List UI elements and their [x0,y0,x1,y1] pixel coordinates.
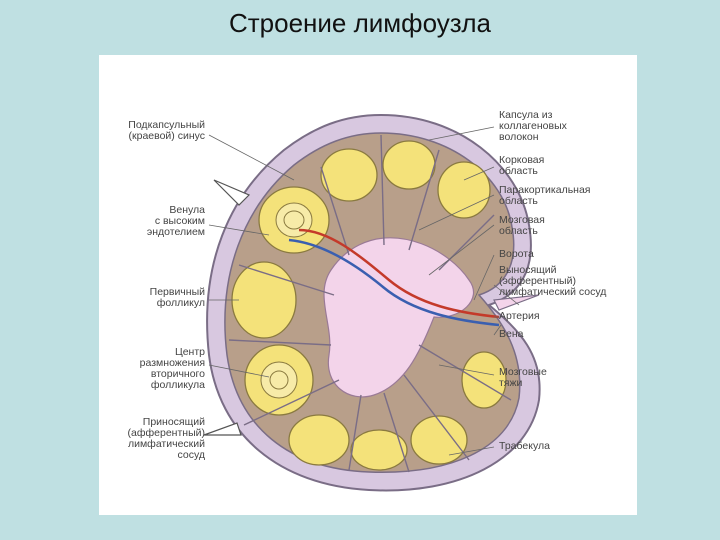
label-subcapsular-sinus: Подкапсульный (краевой) синус [128,119,205,142]
label-efferent-vessel: Выносящий (эфферентный) лимфатический со… [499,264,607,298]
label-hilum: Ворота [499,248,534,260]
lymph-node-diagram [203,113,541,492]
label-paracortex: Паракортикальная область [499,184,591,207]
afferent-arrow-top [213,179,251,206]
label-medulla: Мозговая область [499,214,545,237]
label-venule: Венула с высоким эндотелием [146,204,205,238]
diagram-panel: Подкапсульный (краевой) синус Венула с в… [99,55,637,515]
label-capsule: Капсула из коллагеновых волокон [499,109,567,143]
artery-line [298,228,500,319]
label-afferent-vessel: Приносящий (афферентный) лимфатический с… [127,416,205,461]
label-vein: Вена [499,328,524,340]
label-primary-follicle: Первичный фолликул [149,286,205,309]
leader-lines [208,126,520,456]
label-germinal-center: Центр размножения вторичного фолликула [139,346,205,391]
label-medullary-cords: Мозговые тяжи [499,366,547,389]
label-artery: Артерия [499,310,540,322]
afferent-arrow-bottom [203,422,242,436]
trabeculae [228,134,512,473]
germinal-centers [260,202,313,399]
label-cortex: Корковая область [499,154,545,177]
label-trabecula: Трабекула [499,440,550,452]
vein-line [288,238,500,327]
medulla-shape [323,237,475,398]
page-title: Строение лимфоузла [228,8,492,38]
